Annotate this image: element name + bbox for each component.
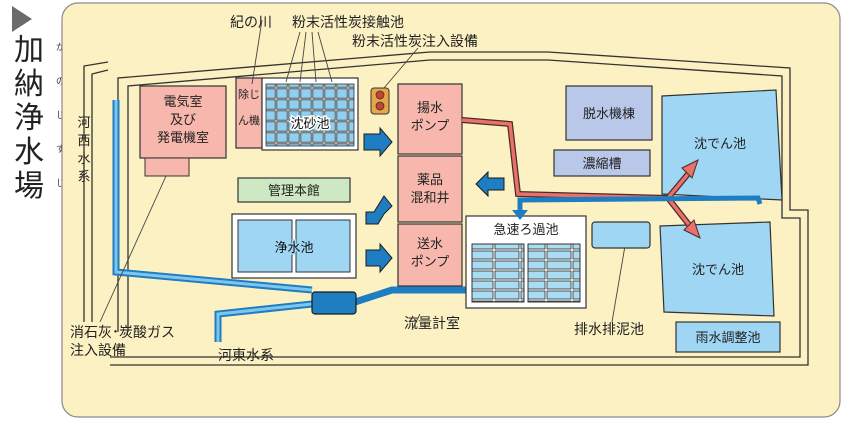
- lime-injection-label-1: 消石灰･炭酸ガス: [70, 325, 175, 341]
- dust-remover-label-2: ん機: [238, 113, 260, 127]
- sed-basin-1-label: 沈でん池: [694, 137, 746, 152]
- sed-basin-2-label: 沈でん池: [692, 263, 744, 278]
- drain-sludge-basin: [591, 221, 651, 249]
- west-system-label-1: 河: [77, 116, 90, 131]
- flow-arrow-to-filter-icon: [512, 210, 528, 220]
- electric-room-label-3: 発電機室: [157, 130, 209, 146]
- admin-building: [237, 177, 351, 203]
- flowmeter-room: [311, 291, 357, 315]
- flow-arrow-to-chem-well-icon: [475, 170, 505, 198]
- lime-injection-label-2: 注入設備: [70, 343, 126, 359]
- pac-contact-label: 粉末活性炭接触池: [292, 14, 404, 31]
- flowmeter-label: 流量計室: [404, 315, 460, 332]
- title-char-5: 場: [14, 169, 44, 204]
- dust-remover: [235, 77, 263, 149]
- dewatering-building-label: 脱水機棟: [583, 107, 635, 122]
- grit-basin-label: 沈砂池: [290, 117, 329, 132]
- leader-lines: [99, 19, 627, 331]
- chemical-mixing-well: [397, 155, 463, 223]
- title-char-1: 加: [14, 33, 44, 68]
- rapid-filter-label: 急速ろ過池: [493, 223, 558, 238]
- chem-well-label-2: 混和井: [410, 191, 449, 206]
- title-char-4: 水: [14, 135, 44, 170]
- send-pump: [397, 223, 463, 287]
- clear-water-basin-label: 浄水池: [274, 241, 313, 256]
- intake-pump-label-1: 揚水: [417, 100, 443, 116]
- flow-arrow-grit-to-pump-icon: [363, 126, 393, 158]
- send-pump-label-1: 送水: [417, 237, 443, 252]
- kinokawa-label: 紀の川: [230, 15, 272, 31]
- rainwater-adjustment-basin: [675, 321, 781, 353]
- west-system-label-3: 水: [77, 152, 90, 167]
- chem-well-label-1: 薬品: [417, 173, 443, 188]
- title-char-2: 納: [14, 67, 44, 102]
- pac-injection-label: 粉末活性炭注入設備: [352, 34, 478, 50]
- title-marker-icon: [12, 6, 32, 32]
- west-system-label-4: 系: [77, 170, 90, 185]
- pac-injection-equipment-icon: [370, 87, 390, 115]
- flow-arrow-to-sed2-icon: [683, 219, 701, 239]
- flow-arrow-clear-to-send-icon: [365, 242, 393, 274]
- dust-remover-label-1: 除じ: [238, 87, 260, 101]
- flow-arrow-to-sed1-icon: [681, 159, 699, 179]
- title-ruby-1: か: [56, 43, 66, 53]
- electric-room-label-1: 電気室: [163, 94, 202, 110]
- lime-injection-building: [144, 157, 190, 177]
- east-system-label: 河東水系: [218, 348, 274, 364]
- intake-pump-label-2: ポンプ: [411, 119, 450, 134]
- site-boundary-walls: [83, 51, 809, 366]
- electric-room: [139, 85, 227, 159]
- intake-pump: [397, 83, 463, 155]
- dewatering-building: [565, 85, 653, 141]
- settled-water-pipe: [517, 195, 763, 212]
- west-system-label-2: 西: [77, 134, 90, 149]
- admin-building-label: 管理本館: [268, 184, 320, 199]
- sedimentation-basin-2: [659, 221, 775, 317]
- electric-room-label-2: 及び: [170, 113, 196, 128]
- thickener-label: 濃縮槽: [582, 156, 621, 172]
- title-char-3: 浄: [14, 101, 44, 136]
- flow-arrow-chem-to-clear-icon: [365, 195, 393, 225]
- drain-basin-label: 排水排泥池: [574, 322, 644, 338]
- thickener: [553, 149, 651, 177]
- send-pump-label-2: ポンプ: [411, 255, 450, 270]
- rainwater-basin-label: 雨水調整池: [695, 331, 760, 346]
